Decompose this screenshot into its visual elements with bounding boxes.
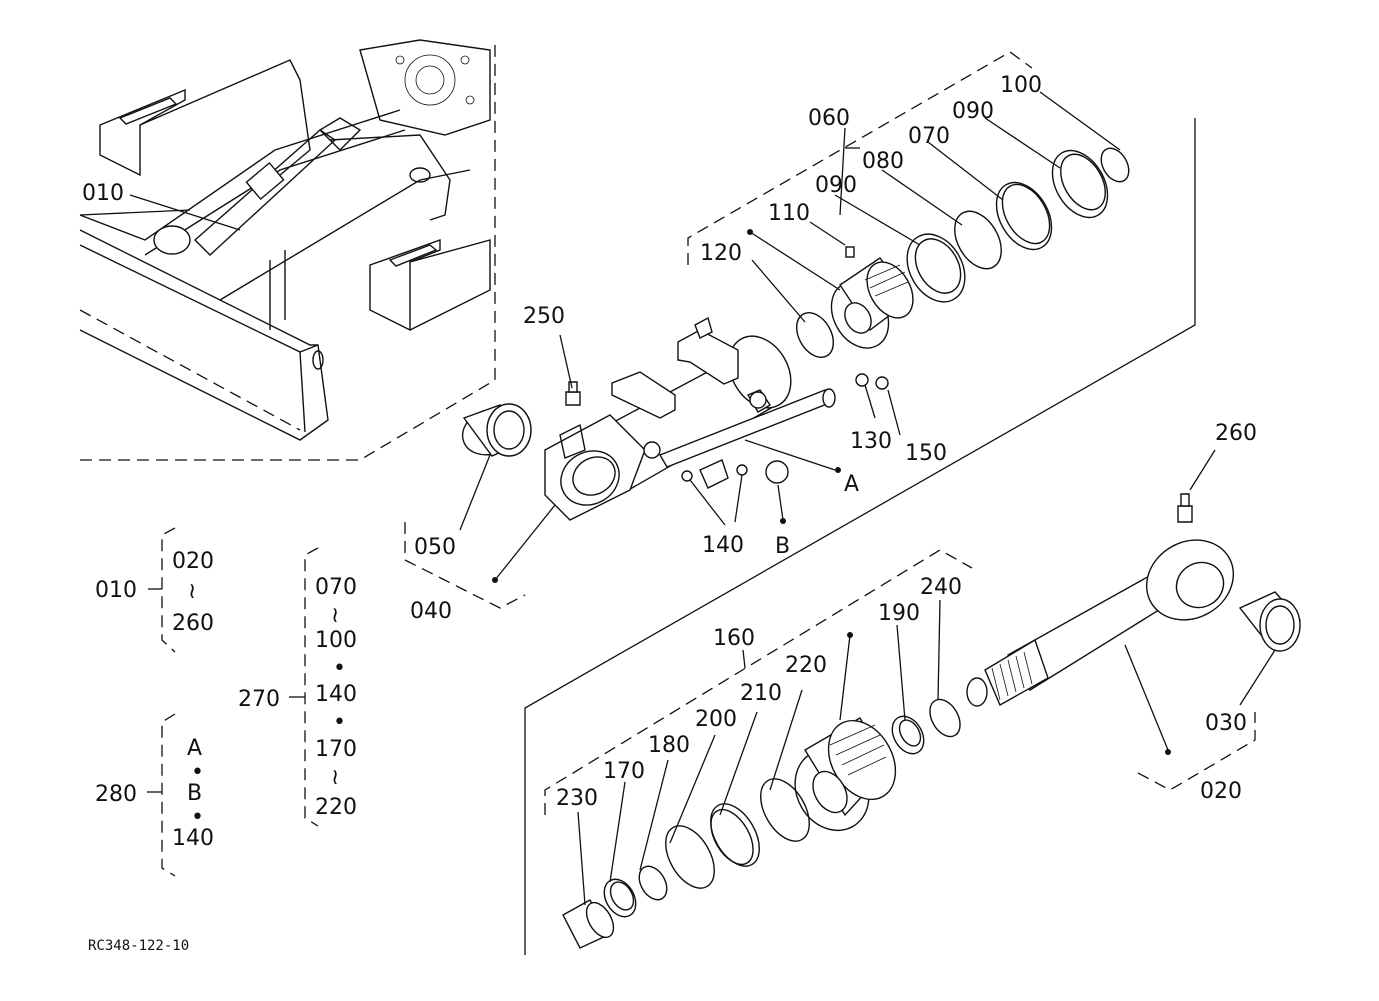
callout-050: 050: [414, 535, 456, 560]
callout-200: 200: [695, 707, 737, 732]
machine-overview-inset: [79, 39, 496, 461]
callout-labels: 010 060 100 090 070 080 090 110 120 250 …: [82, 73, 1257, 811]
legend-270-item-7: ≀: [331, 765, 339, 790]
legend-270-item-3: •: [333, 656, 346, 681]
callout-130: 130: [850, 429, 892, 454]
legend-270-item-5: •: [333, 710, 346, 735]
callout-a: A: [844, 472, 859, 497]
legend-270-item-0: 070: [315, 575, 357, 600]
callout-140: 140: [702, 533, 744, 558]
callout-040: 040: [410, 599, 452, 624]
legend-010-last: 260: [172, 611, 214, 636]
callout-020: 020: [1200, 779, 1242, 804]
legend-010-first: 020: [172, 549, 214, 574]
legend-270-item-8: 220: [315, 795, 357, 820]
callout-190: 190: [878, 601, 920, 626]
legend-010: 010 020 ≀ 260: [95, 527, 214, 653]
callout-170: 170: [603, 759, 645, 784]
callout-260: 260: [1215, 421, 1257, 446]
legend-270-item-4: 140: [315, 682, 357, 707]
rod-piston-group: [544, 493, 1302, 949]
cylinder-tube-group: [404, 316, 889, 609]
callout-180: 180: [648, 733, 690, 758]
legend-280-item-3: •: [191, 805, 204, 830]
callout-100: 100: [1000, 73, 1042, 98]
legend-280-item-2: B: [187, 781, 202, 806]
legend-270: 270 070 ≀ 100 • 140 • 170 ≀ 220: [238, 547, 357, 827]
callout-240: 240: [920, 575, 962, 600]
legend-280-item-0: A: [187, 736, 202, 761]
callout-120: 120: [700, 241, 742, 266]
callout-b: B: [775, 534, 790, 559]
callout-090-ring: 090: [815, 173, 857, 198]
cylinder-head-group: [524, 51, 1196, 955]
callout-220: 220: [785, 653, 827, 678]
callout-230: 230: [556, 786, 598, 811]
callout-090-wiper: 090: [952, 99, 994, 124]
callout-080: 080: [862, 149, 904, 174]
legend-010-parent: 010: [95, 578, 137, 603]
callout-010: 010: [82, 181, 124, 206]
drawing-reference: RC348-122-10: [88, 938, 189, 954]
callout-070: 070: [908, 124, 950, 149]
callout-250: 250: [523, 304, 565, 329]
leader-lines: [79, 91, 1276, 906]
callout-060: 060: [808, 106, 850, 131]
legend-270-item-2: 100: [315, 628, 357, 653]
legend-280-parent: 280: [95, 782, 137, 807]
reference-dots: [492, 229, 1171, 755]
legend-280-item-4: 140: [172, 826, 214, 851]
legend-280-item-1: •: [191, 760, 204, 785]
callout-160: 160: [713, 626, 755, 651]
legend-010-sep: ≀: [188, 579, 196, 604]
legend-280: 280 A • B • 140: [95, 713, 214, 877]
legend-270-item-6: 170: [315, 737, 357, 762]
legend-270-item-1: ≀: [331, 603, 339, 628]
callout-030: 030: [1205, 711, 1247, 736]
callout-150: 150: [905, 441, 947, 466]
callout-210: 210: [740, 681, 782, 706]
legend-270-parent: 270: [238, 687, 280, 712]
callout-110: 110: [768, 201, 810, 226]
